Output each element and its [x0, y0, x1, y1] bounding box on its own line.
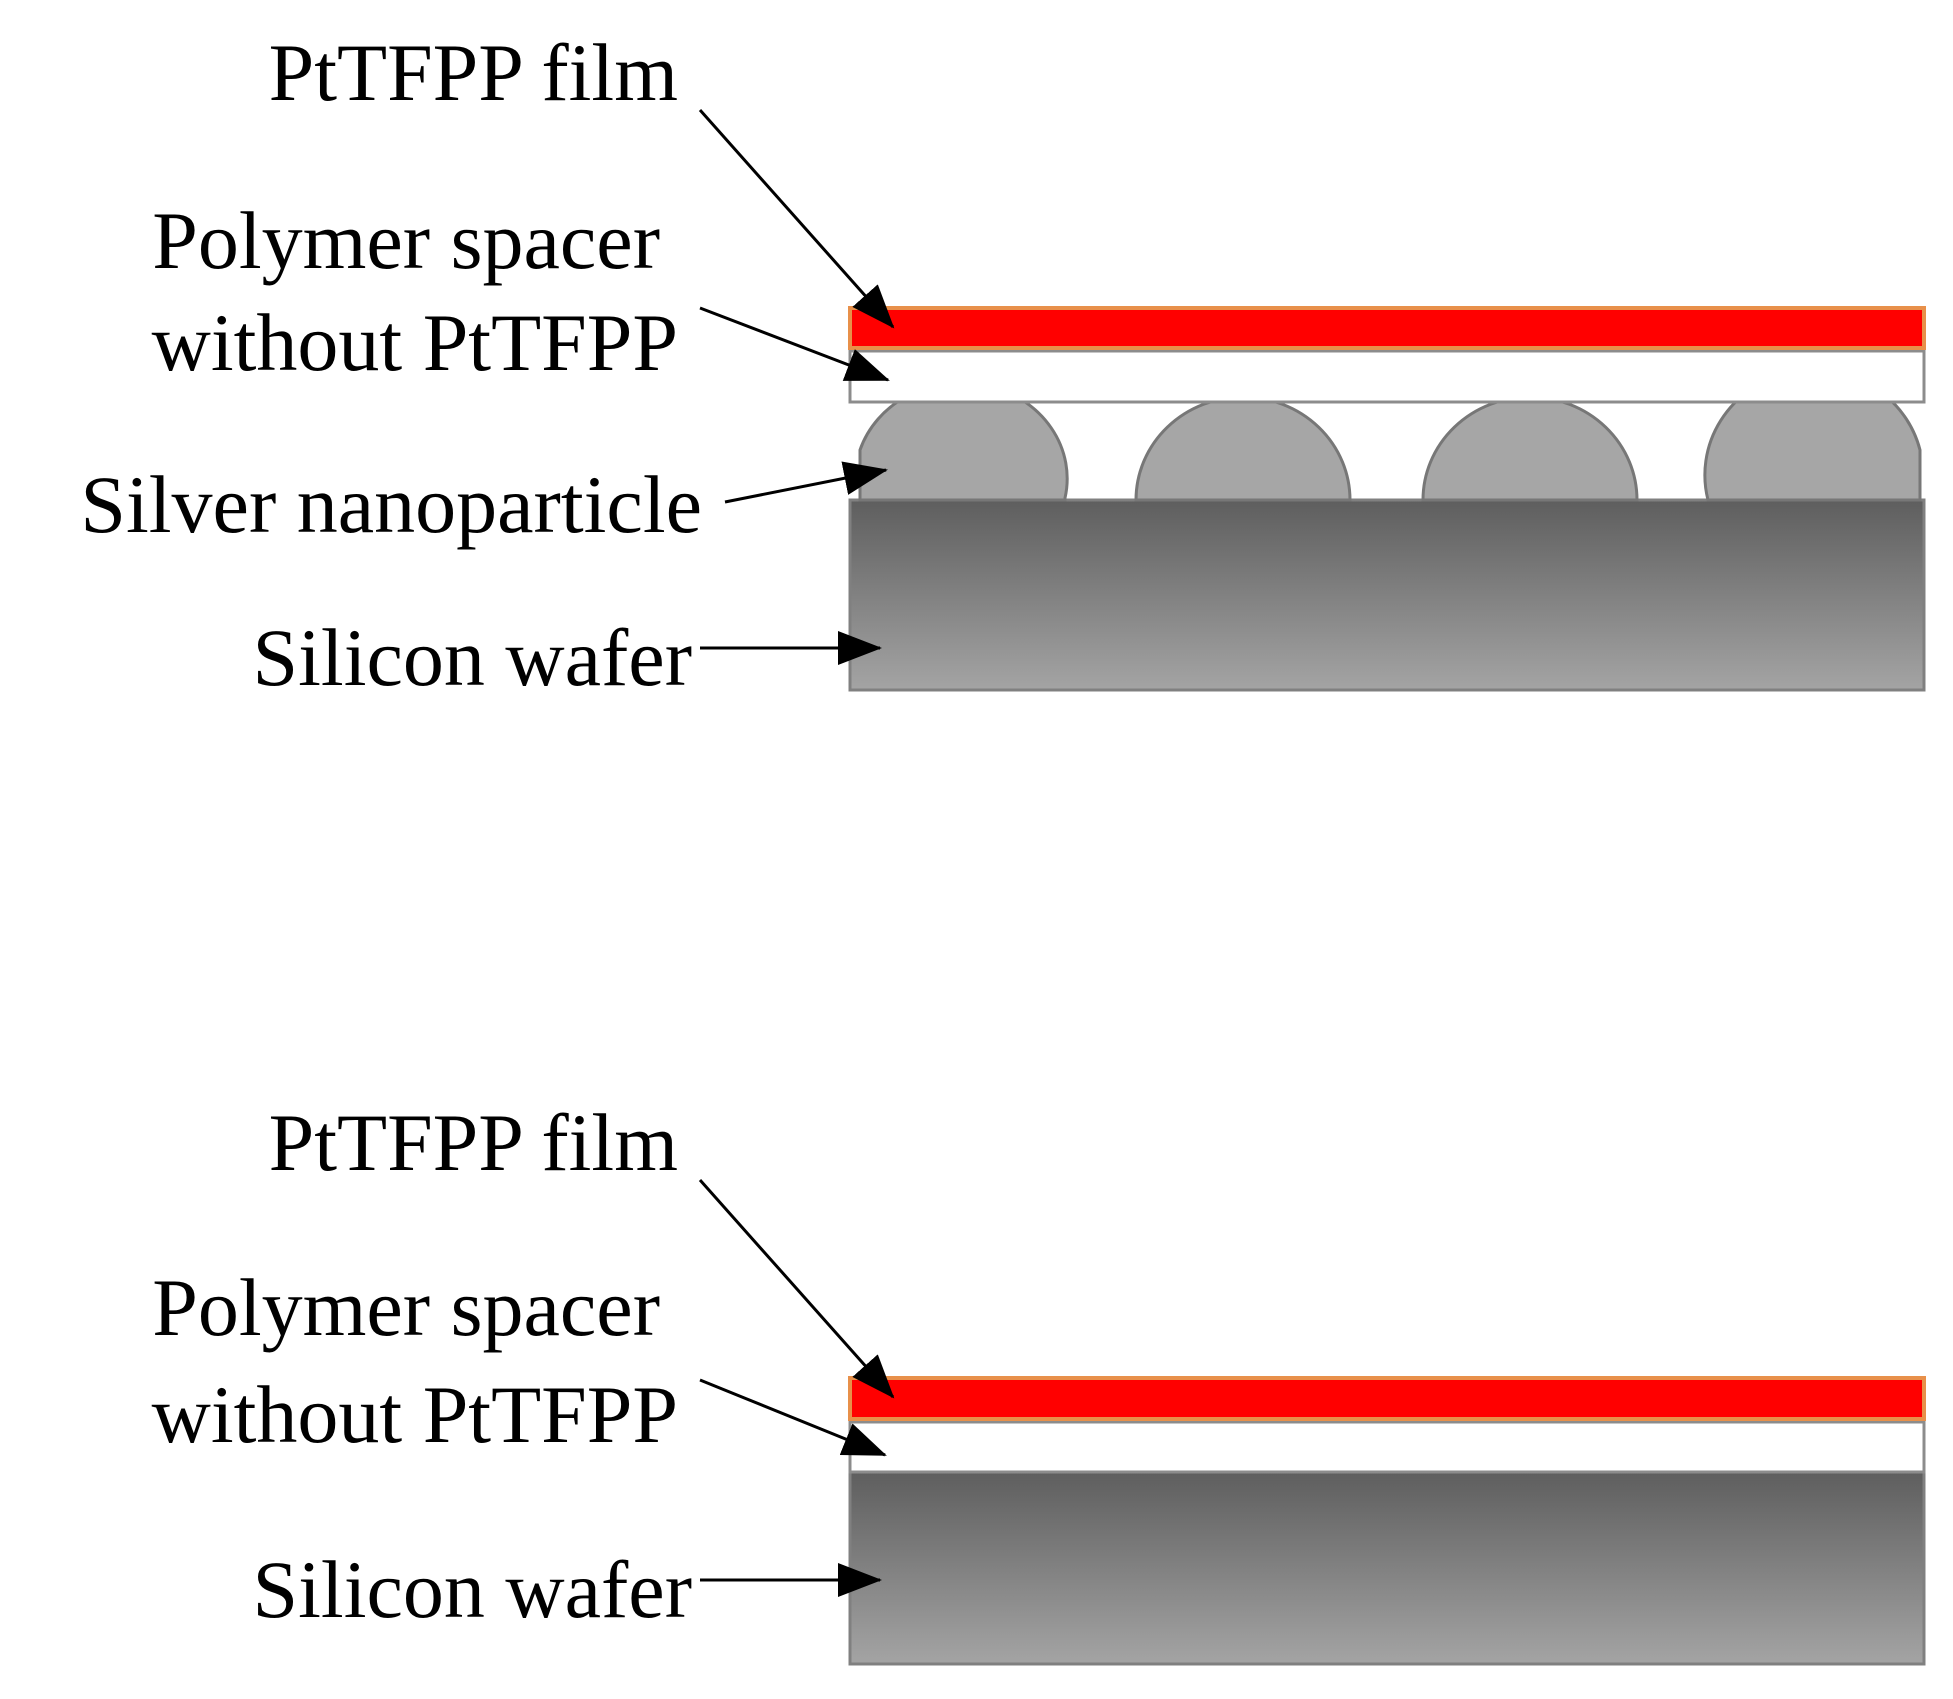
bottom-arrow-spacer — [699, 1378, 887, 1457]
bottom-label-spacer-line2: without PtTFPP — [152, 1369, 678, 1460]
bottom-polymer-spacer — [848, 1420, 1926, 1474]
top-polymer-spacer — [848, 349, 1926, 404]
bottom-diagram: PtTFPP film Polymer spacer without PtTFP… — [152, 1097, 1926, 1666]
top-arrow-film — [698, 109, 895, 329]
bottom-pttfpp-film — [848, 1376, 1926, 1421]
top-silicon-wafer — [848, 498, 1926, 692]
silver-nanoparticle-3 — [1421, 395, 1639, 502]
bottom-silicon-wafer — [848, 1470, 1926, 1666]
top-label-nanoparticle: Silver nanoparticle — [80, 459, 702, 550]
top-label-wafer: Silicon wafer — [253, 612, 692, 703]
silver-nanoparticle-2 — [1134, 395, 1352, 502]
top-pttfpp-film — [848, 306, 1926, 350]
bottom-label-spacer-line1: Polymer spacer — [152, 1262, 660, 1353]
top-label-film: PtTFPP film — [269, 27, 678, 118]
top-arrow-spacer — [699, 306, 890, 382]
top-arrow-nanoparticle — [724, 461, 888, 504]
top-diagram: PtTFPP film Polymer spacer without PtTFP… — [80, 27, 1926, 703]
top-label-spacer-line2: without PtTFPP — [152, 297, 678, 388]
bottom-arrow-film — [698, 1179, 895, 1399]
bottom-label-wafer: Silicon wafer — [253, 1544, 692, 1635]
bottom-label-film: PtTFPP film — [269, 1097, 678, 1188]
top-label-spacer-line1: Polymer spacer — [152, 195, 660, 286]
